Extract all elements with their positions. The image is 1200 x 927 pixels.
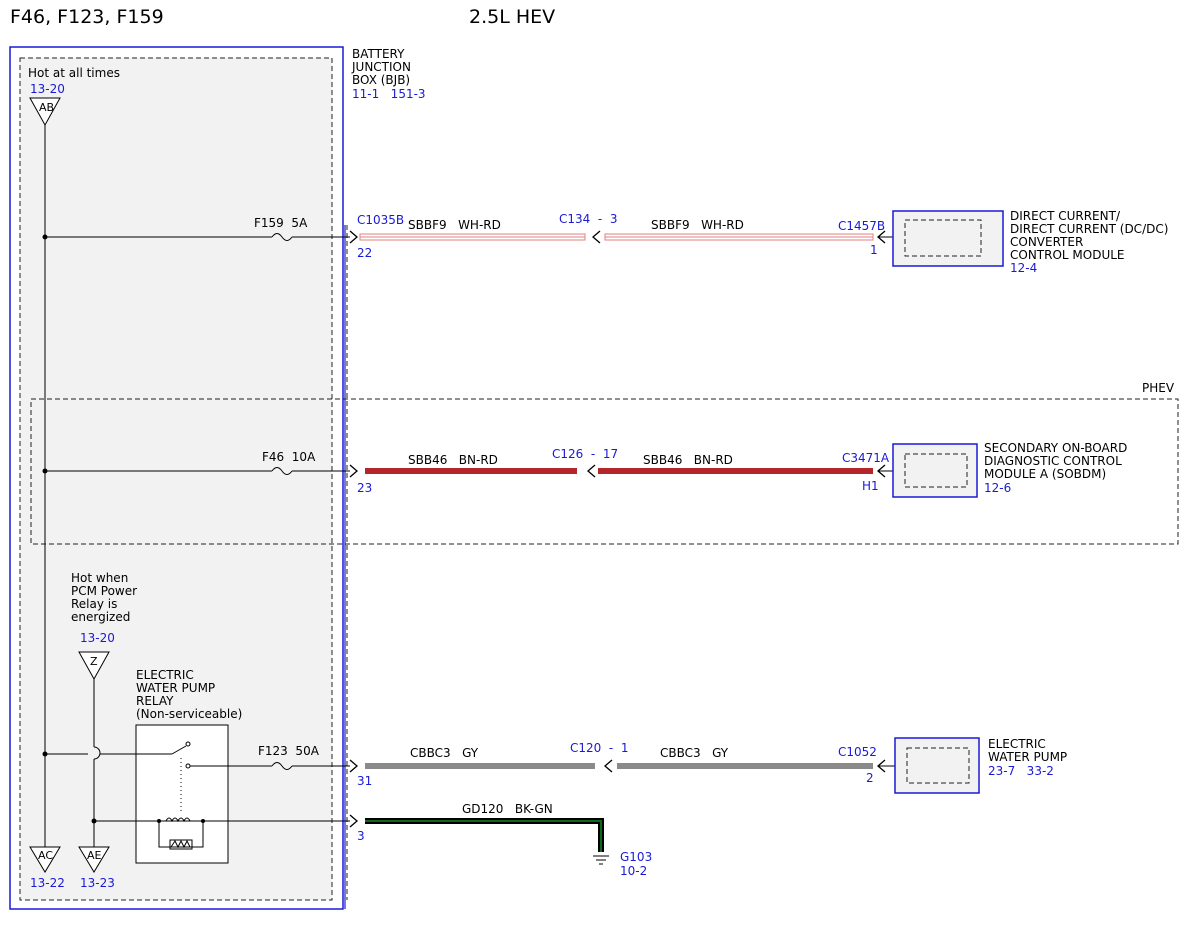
f46-fuse-icon: [271, 467, 293, 475]
fuses-title: F46, F123, F159: [10, 6, 164, 28]
ground-wire: [365, 818, 604, 852]
relay-label-1: ELECTRIC: [136, 668, 194, 682]
phev-option-box: [30, 398, 1179, 545]
bjb-label-3: BOX (BJB): [352, 73, 410, 87]
dcdc-module-label-3: CONVERTER: [1010, 235, 1083, 249]
water-pump-box: [894, 737, 980, 794]
f159-end-pin: 1: [870, 243, 878, 257]
water-pump-ref: 23-7 33-2: [988, 764, 1054, 778]
relay-label-4: (Non-serviceable): [136, 707, 242, 721]
f46-wire-right: [598, 468, 873, 474]
z-terminal-label: Z: [90, 655, 98, 668]
dcdc-module-label-1: DIRECT CURRENT/: [1010, 209, 1121, 223]
engine-title: 2.5L HEV: [469, 6, 555, 28]
f123-fuse-icon: [271, 762, 293, 770]
f123-wire-right: [617, 763, 873, 769]
relay-label-2: WATER PUMP: [136, 681, 215, 695]
bjb-label-2: JUNCTION: [351, 60, 411, 74]
ground-connector-icon: [349, 814, 358, 828]
ae-terminal-label: AE: [87, 849, 102, 862]
f159-wire-left-label: SBBF9 WH-RD: [408, 218, 501, 232]
sobdm-module-label-3: MODULE A (SOBDM): [984, 467, 1106, 481]
phev-label: PHEV: [1142, 381, 1175, 395]
f123-connector-icon: [349, 759, 358, 773]
dcdc-module-label-4: CONTROL MODULE: [1010, 248, 1125, 262]
ground-wire-label: GD120 BK-GN: [462, 802, 553, 816]
ground-ref: 10-2: [620, 864, 647, 878]
sobdm-module-box: [892, 443, 978, 498]
f46-connector-icon: [349, 464, 358, 478]
f159-inline-connector-icon: [592, 230, 601, 244]
f159-inline-connector: C134 - 3: [559, 212, 618, 226]
ac-terminal-icon: [29, 846, 61, 873]
bjb-box: [9, 46, 344, 910]
relay-contact-no: [185, 763, 191, 769]
f159-wire-right-label: SBBF9 WH-RD: [651, 218, 744, 232]
f46-fuse-label: F46 10A: [262, 450, 316, 464]
ab-terminal-icon: [29, 97, 61, 127]
ae-terminal-icon: [78, 846, 110, 873]
f46-inline-connector-icon: [587, 464, 596, 478]
f123-inline-connector: C120 - 1: [570, 741, 629, 755]
hot-at-all-times-ref: 13-20: [30, 82, 65, 96]
water-pump-inner: [906, 747, 970, 784]
ground-wire-stripe: [365, 820, 602, 852]
f159-fuse-icon: [271, 233, 293, 241]
f46-inline-connector: C126 - 17: [552, 447, 618, 461]
z-bus-crossover: [93, 746, 101, 760]
f123-wire-left-label: CBBC3 GY: [410, 746, 479, 760]
f123-fuse-label: F123 50A: [258, 744, 320, 758]
dcdc-module-label-2: DIRECT CURRENT (DC/DC): [1010, 222, 1168, 236]
ae-ref: 13-23: [80, 876, 115, 890]
hot-when-label-4: energized: [71, 610, 130, 624]
sobdm-module-ref: 12-6: [984, 481, 1011, 495]
f46-end-pin: H1: [862, 479, 879, 493]
f123-wire-left: [365, 763, 595, 769]
z-terminal-icon: [78, 651, 110, 681]
f123-bjb-pin: 31: [357, 774, 372, 788]
f123-end-pin: 2: [866, 771, 874, 785]
relay-coil-icon: [158, 817, 204, 850]
f159-end-connector: C1457B: [838, 219, 885, 233]
f46-bjb-pin: 23: [357, 481, 372, 495]
dcdc-module-box: [892, 210, 1004, 267]
relay-contact-nc: [185, 741, 191, 747]
ground-bjb-pin: 3: [357, 829, 365, 843]
ac-terminal-label: AC: [38, 849, 53, 862]
f46-end-connector: C3471A: [842, 451, 890, 465]
f159-connector-icon: [349, 230, 358, 244]
f123-end-connector: C1052: [838, 745, 877, 759]
ground-name: G103: [620, 850, 652, 864]
bjb-refs: 11-1 151-3: [352, 87, 426, 101]
hot-at-all-times-label: Hot at all times: [28, 66, 120, 80]
f159-bjb-connector: C1035B: [357, 213, 404, 227]
relay-switch-arm: [171, 745, 187, 755]
f123-inline-connector-icon: [604, 759, 613, 773]
relay-label-3: RELAY: [136, 694, 174, 708]
hot-when-label-3: Relay is: [71, 597, 117, 611]
f46-wire-right-label: SBB46 BN-RD: [643, 453, 733, 467]
f46-wire-left-label: SBB46 BN-RD: [408, 453, 498, 467]
sobdm-module-label-2: DIAGNOSTIC CONTROL: [984, 454, 1122, 468]
f159-bjb-pin: 22: [357, 246, 372, 260]
ac-ref: 13-22: [30, 876, 65, 890]
f123-wire-right-label: CBBC3 GY: [660, 746, 729, 760]
hot-when-ref: 13-20: [80, 631, 115, 645]
f159-fuse-label: F159 5A: [254, 216, 308, 230]
hot-when-label-1: Hot when: [71, 571, 128, 585]
sobdm-module-label-1: SECONDARY ON-BOARD: [984, 441, 1127, 455]
water-pump-label-1: ELECTRIC: [988, 737, 1046, 751]
dcdc-module-ref: 12-4: [1010, 261, 1037, 275]
hot-when-label-2: PCM Power: [71, 584, 137, 598]
f46-wire-left: [365, 468, 577, 474]
ab-terminal-label: AB: [39, 101, 54, 114]
bjb-label-1: BATTERY: [352, 47, 405, 61]
water-pump-label-2: WATER PUMP: [988, 750, 1067, 764]
